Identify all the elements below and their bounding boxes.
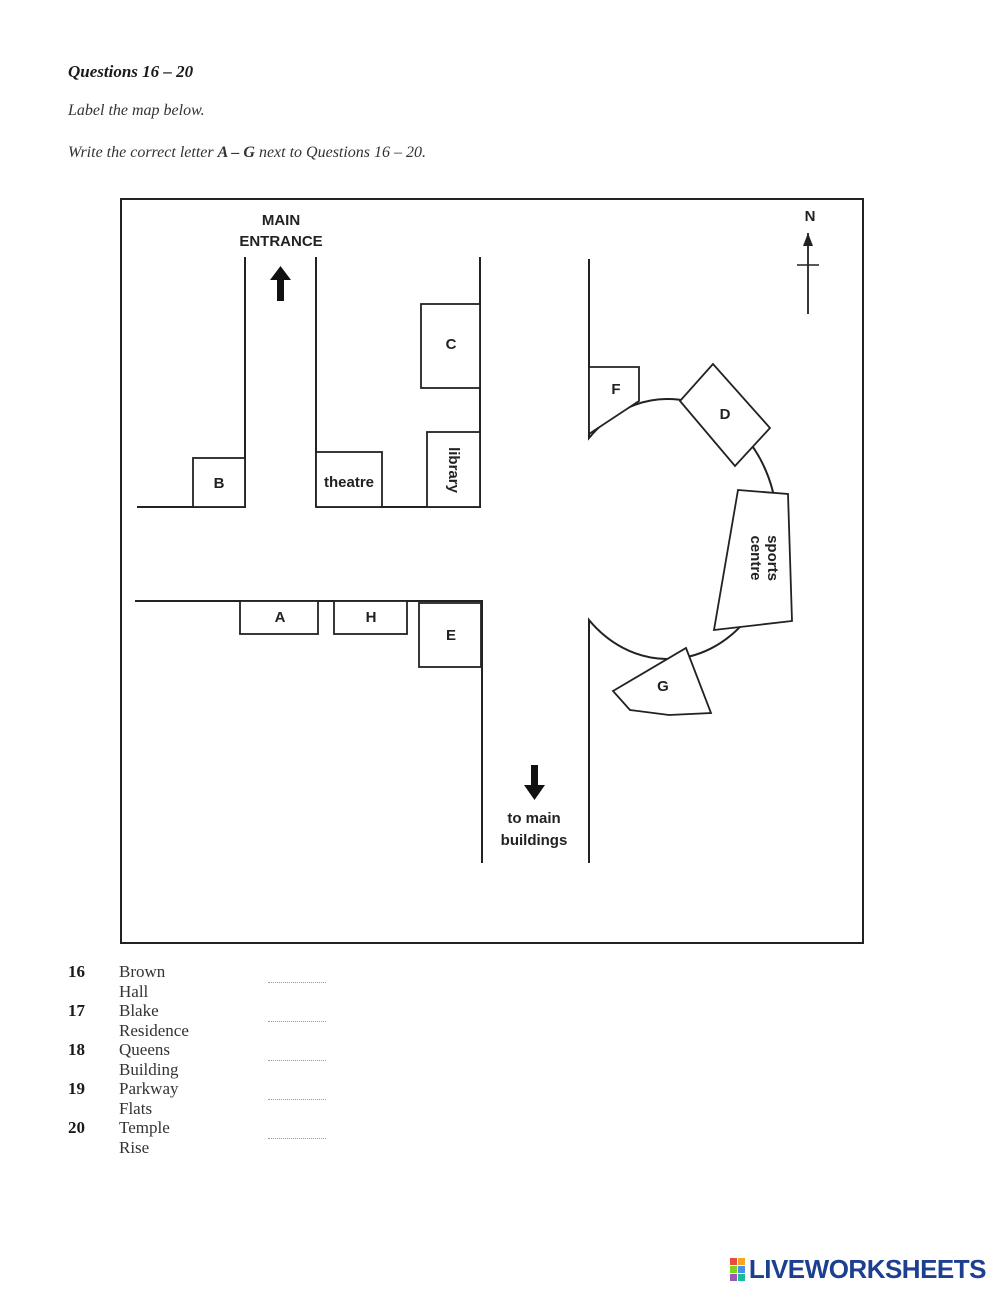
label-c: C	[446, 336, 457, 353]
questions-heading: Questions 16 – 20	[68, 62, 194, 81]
question-label: Blake Residence	[119, 1001, 189, 1040]
building-h	[333, 600, 408, 635]
answer-input-17[interactable]	[268, 1007, 326, 1022]
instruction-write-letter: Write the correct letter A – G next to Q…	[68, 144, 426, 162]
question-number: 20	[68, 1118, 85, 1137]
to-main-buildings-line1: to main	[507, 810, 560, 827]
building-c	[420, 303, 481, 389]
answer-input-20[interactable]	[268, 1124, 326, 1139]
map-frame	[120, 198, 864, 944]
question-label: Parkway Flats	[119, 1079, 179, 1118]
logo-square	[729, 1274, 737, 1281]
logo-square	[729, 1258, 737, 1265]
logo-square	[737, 1266, 745, 1273]
question-number: 16	[68, 962, 85, 981]
instruction-text-pre: Write the correct letter	[68, 144, 214, 161]
answer-input-18[interactable]	[268, 1046, 326, 1061]
answer-input-19[interactable]	[268, 1085, 326, 1100]
label-sports-centre: sports centre	[747, 535, 781, 581]
instruction-text-post: next to Questions 16 – 20.	[258, 144, 427, 161]
label-library: library	[445, 447, 462, 494]
compass-north-label: N	[805, 208, 816, 225]
building-d	[678, 362, 772, 468]
liveworksheets-logo-icon	[729, 1258, 745, 1281]
main-entrance-line2: ENTRANCE	[239, 233, 322, 250]
label-d: D	[720, 406, 731, 423]
brand-name: LIVEWORKSHEETS	[748, 1254, 987, 1284]
question-label: Brown Hall	[119, 962, 166, 1001]
label-h: H	[366, 609, 377, 626]
building-f	[588, 366, 640, 436]
compass-icon: N	[797, 208, 819, 314]
label-b: B	[214, 475, 225, 492]
question-number: 17	[68, 1001, 85, 1020]
question-label: Temple Rise	[119, 1118, 170, 1157]
label-a: A	[275, 609, 286, 626]
label-theatre: theatre	[324, 474, 374, 491]
building-g	[611, 646, 713, 716]
answer-input-16[interactable]	[268, 968, 326, 983]
building-b	[192, 457, 246, 508]
building-sports-centre	[712, 489, 793, 632]
building-e	[418, 602, 482, 668]
campus-map: B theatre library C A H E F D G sports c…	[120, 198, 864, 944]
arrow-up-icon	[270, 266, 291, 301]
logo-square	[737, 1258, 745, 1265]
logo-square	[737, 1274, 745, 1281]
logo-square	[729, 1266, 737, 1273]
label-sports-line2: centre	[747, 535, 764, 580]
label-f: F	[611, 381, 620, 398]
buildings	[192, 303, 793, 716]
to-main-buildings-line2: buildings	[501, 832, 568, 849]
question-label: Queens Building	[119, 1040, 179, 1079]
label-e: E	[446, 627, 456, 644]
question-number: 19	[68, 1079, 85, 1098]
building-a	[239, 600, 319, 635]
building-library	[426, 431, 481, 508]
instruction-label-map: Label the map below.	[68, 102, 205, 119]
question-number: 18	[68, 1040, 85, 1059]
label-g: G	[657, 678, 669, 695]
arrow-down-icon	[524, 765, 545, 800]
label-sports-line1: sports	[764, 535, 781, 581]
building-theatre	[315, 451, 383, 508]
liveworksheets-brand: LIVEWORKSHEETS	[729, 1254, 987, 1285]
instruction-letter-range: A – G	[217, 144, 255, 161]
main-entrance-line1: MAIN	[262, 212, 300, 229]
